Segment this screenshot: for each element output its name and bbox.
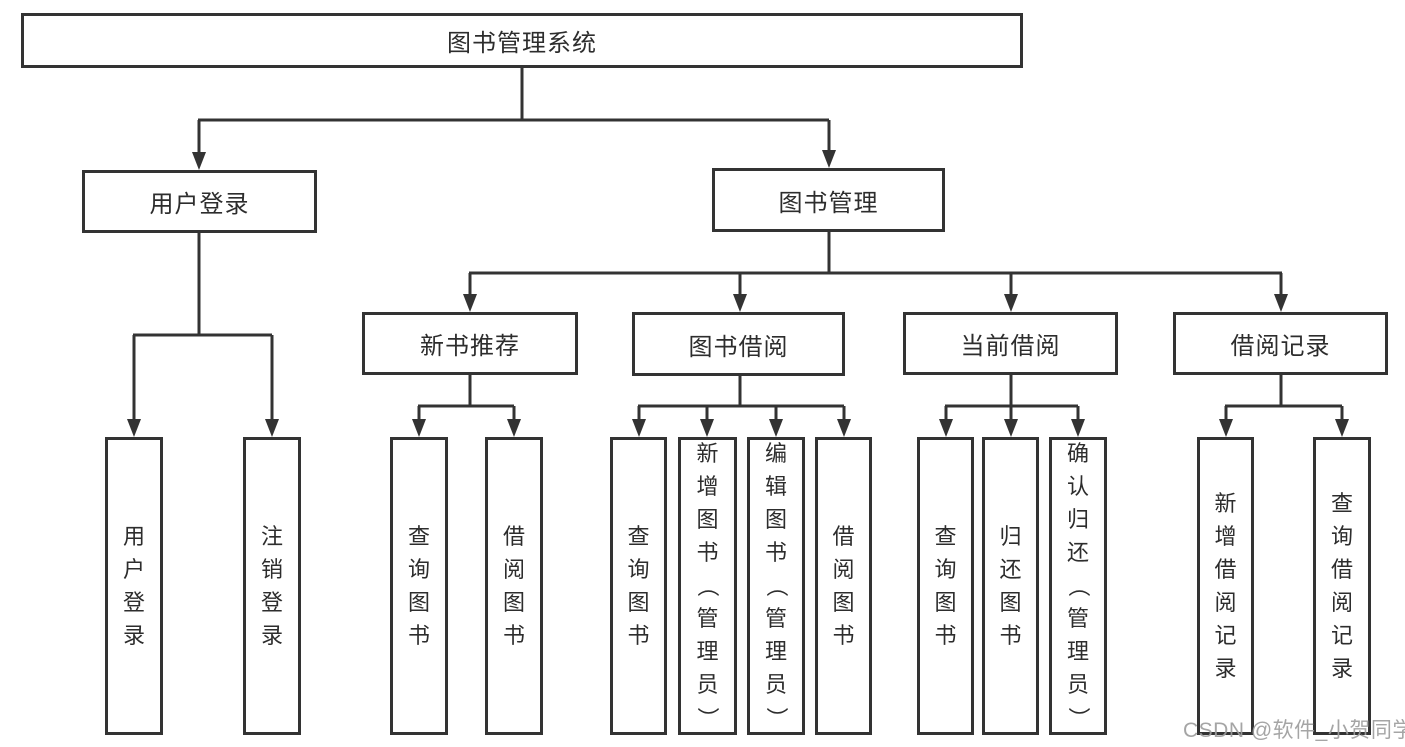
leaf-confirm-return-admin-label: 确认归还（管理员）	[1065, 441, 1091, 730]
leaf-add-books-admin-label: 新增图书（管理员）	[695, 441, 721, 730]
leaf-query-books-recommend-label: 查询图书	[407, 523, 430, 648]
node-book-management-label: 图书管理	[778, 189, 879, 217]
node-new-book-recommend: 新书推荐	[362, 312, 578, 375]
leaf-borrow-books-recommend-label: 借阅图书	[502, 523, 525, 648]
node-book-management-system: 图书管理系统	[21, 13, 1023, 68]
leaf-query-books-recommend: 查询图书	[390, 437, 448, 735]
leaf-query-borrow-record-label: 查询借阅记录	[1330, 490, 1353, 681]
node-borrowing-records: 借阅记录	[1173, 312, 1388, 375]
node-user-login-label: 用户登录	[149, 191, 250, 218]
leaf-add-borrow-record-label: 新增借阅记录	[1214, 490, 1237, 681]
node-book-borrowing-label: 图书借阅	[688, 333, 789, 361]
leaf-edit-books-admin-label: 编辑图书（管理员）	[763, 441, 789, 730]
connector-new-book-children	[412, 375, 521, 437]
leaf-logout-label: 注销登录	[260, 523, 283, 648]
connector-user-login-children	[127, 233, 279, 437]
csdn-watermark: CSDN @软件_小贺同学	[1183, 719, 1405, 742]
leaf-return-books: 归还图书	[982, 437, 1039, 735]
connector-book-borrow-children	[632, 376, 851, 437]
connector-current-borrow-children	[939, 375, 1085, 437]
leaf-query-books-current: 查询图书	[917, 437, 974, 735]
leaf-query-books-current-label: 查询图书	[934, 523, 957, 648]
leaf-edit-books-admin: 编辑图书（管理员）	[747, 437, 805, 735]
leaf-add-books-admin: 新增图书（管理员）	[678, 437, 737, 735]
node-borrowing-records-label: 借阅记录	[1230, 333, 1331, 360]
leaf-add-borrow-record: 新增借阅记录	[1197, 437, 1254, 735]
leaf-query-borrow-record: 查询借阅记录	[1313, 437, 1371, 735]
connector-book-management-children	[463, 232, 1288, 312]
leaf-borrow-books-borrowing-label: 借阅图书	[832, 523, 855, 648]
leaf-confirm-return-admin: 确认归还（管理员）	[1049, 437, 1107, 735]
leaf-return-books-label: 归还图书	[999, 523, 1022, 648]
node-current-borrowing: 当前借阅	[903, 312, 1118, 375]
node-current-borrowing-label: 当前借阅	[960, 333, 1061, 360]
leaf-user-login-label: 用户登录	[122, 523, 145, 648]
node-book-management-system-label: 图书管理系统	[447, 30, 597, 57]
leaf-query-books-borrowing-label: 查询图书	[627, 523, 650, 648]
leaf-borrow-books-borrowing: 借阅图书	[815, 437, 872, 735]
connector-borrow-records-children	[1219, 375, 1349, 437]
leaf-borrow-books-recommend: 借阅图书	[485, 437, 543, 735]
node-book-borrowing: 图书借阅	[632, 312, 845, 376]
leaf-logout: 注销登录	[243, 437, 301, 735]
node-new-book-recommend-label: 新书推荐	[420, 333, 520, 360]
connector-root-to-level2	[192, 68, 836, 170]
leaf-user-login: 用户登录	[105, 437, 163, 735]
node-user-login: 用户登录	[82, 170, 317, 233]
node-book-management: 图书管理	[712, 168, 945, 232]
leaf-query-books-borrowing: 查询图书	[610, 437, 667, 735]
